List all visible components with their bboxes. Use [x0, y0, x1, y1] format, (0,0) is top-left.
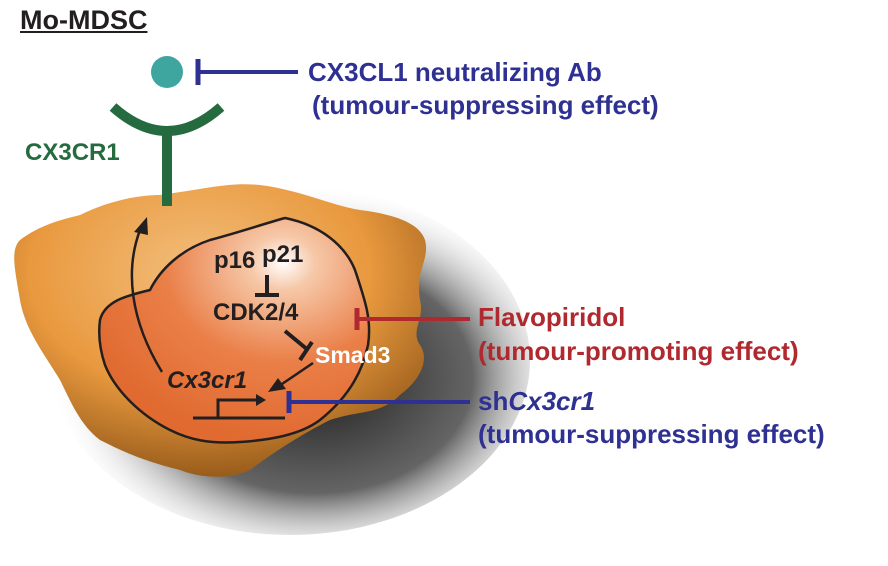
antibody-effect-label: (tumour-suppressing effect) [312, 90, 659, 120]
shcx3cr1-prefix: sh [478, 386, 509, 416]
cx3cr1-label: CX3CR1 [25, 139, 120, 166]
p16-label: p16 [214, 247, 256, 274]
diagram-title: Mo-MDSC [20, 5, 148, 35]
p21-label: p21 [262, 241, 304, 268]
cdk-smad-inhibit-line [283, 329, 310, 352]
cx3cr1-receptor-cup [109, 103, 225, 136]
cx3cr1-gene-label: Cx3cr1 [167, 367, 248, 394]
export-arrow [130, 229, 164, 373]
gene-promoter-arrow [216, 398, 260, 418]
flavopiridol-label: Flavopiridol [478, 302, 626, 332]
shcx3cr1-label: shCx3cr1 [478, 387, 595, 416]
gene-promoter-arrowhead [256, 394, 266, 406]
nucleus [97, 216, 371, 444]
cdk-smad-inhibit-bar [298, 340, 314, 362]
cx3cl1-ligand [151, 56, 183, 88]
smad-gene-arrowhead [268, 378, 286, 392]
export-arrowhead [134, 217, 148, 235]
smad3-label: Smad3 [315, 342, 391, 368]
flavopiridol-effect-label: (tumour-promoting effect) [478, 336, 799, 366]
cdk24-label: CDK2/4 [213, 299, 299, 326]
shcx3cr1-effect-label: (tumour-suppressing effect) [478, 419, 825, 449]
shcx3cr1-gene: Cx3cr1 [508, 386, 596, 416]
smad-gene-arrow-line [281, 361, 314, 386]
antibody-label: CX3CL1 neutralizing Ab [308, 57, 602, 87]
